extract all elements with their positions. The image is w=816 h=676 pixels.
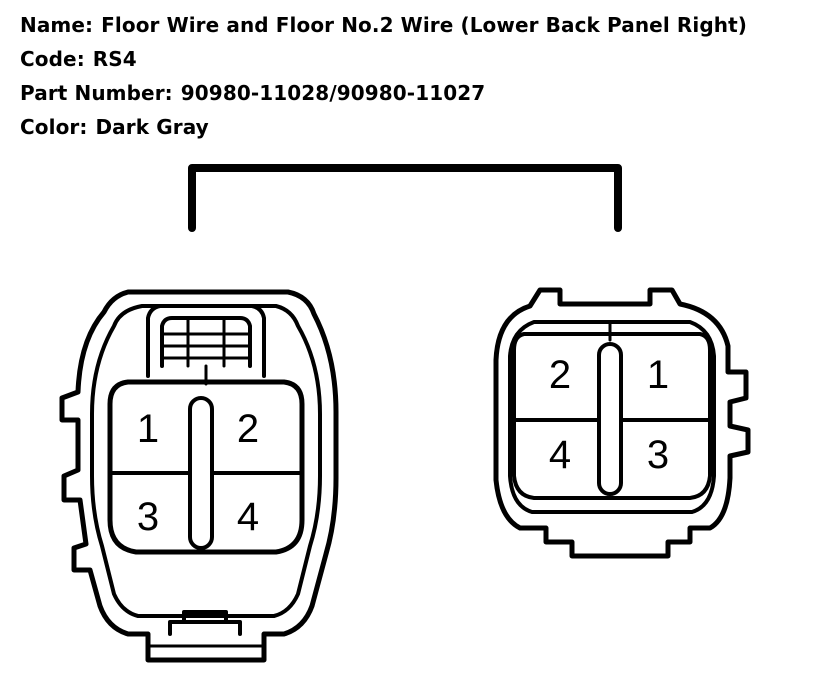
name-value: Floor Wire and Floor No.2 Wire (Lower Ba… — [101, 13, 747, 37]
left-connector-inner-rim — [90, 304, 322, 618]
code-value: RS4 — [92, 47, 137, 71]
color-value: Dark Gray — [95, 115, 209, 139]
left-connector-bottom-tab — [168, 610, 242, 636]
mating-bracket — [188, 164, 622, 232]
right-pin-label: 4 — [549, 433, 571, 477]
code-row: Code: RS4 — [20, 42, 747, 76]
right-connector-outer-housing — [493, 287, 751, 559]
part-number-value: 90980-11028/90980-11027 — [180, 81, 486, 105]
right-connector: 2 1 4 3 — [493, 287, 751, 559]
left-connector-outer-housing — [59, 289, 339, 663]
left-pin-label: 3 — [137, 495, 159, 539]
part-number-row: Part Number: 90980-11028/90980-11027 — [20, 76, 747, 110]
code-label: Code: — [20, 47, 85, 71]
left-pin-label: 1 — [137, 407, 159, 451]
right-pin-label: 3 — [647, 433, 669, 477]
right-pin-label: 1 — [647, 353, 669, 397]
name-label: Name: — [20, 13, 94, 37]
color-row: Color: Dark Gray — [20, 110, 747, 144]
connector-info: Name: Floor Wire and Floor No.2 Wire (Low… — [20, 8, 747, 144]
right-connector-center-key — [597, 342, 623, 496]
right-pin-label: 2 — [549, 353, 571, 397]
left-connector-latch — [146, 304, 266, 378]
left-connector-center-key — [188, 396, 214, 550]
left-connector-latch-window — [160, 316, 252, 368]
right-connector-cavity-block — [512, 332, 712, 500]
left-connector-cavity-block — [107, 379, 305, 555]
color-label: Color: — [20, 115, 88, 139]
left-connector: 1 2 3 4 — [59, 289, 339, 663]
left-pin-label: 4 — [237, 495, 259, 539]
left-pin-label: 2 — [237, 407, 259, 451]
part-number-label: Part Number: — [20, 81, 173, 105]
name-row: Name: Floor Wire and Floor No.2 Wire (Low… — [20, 8, 747, 42]
